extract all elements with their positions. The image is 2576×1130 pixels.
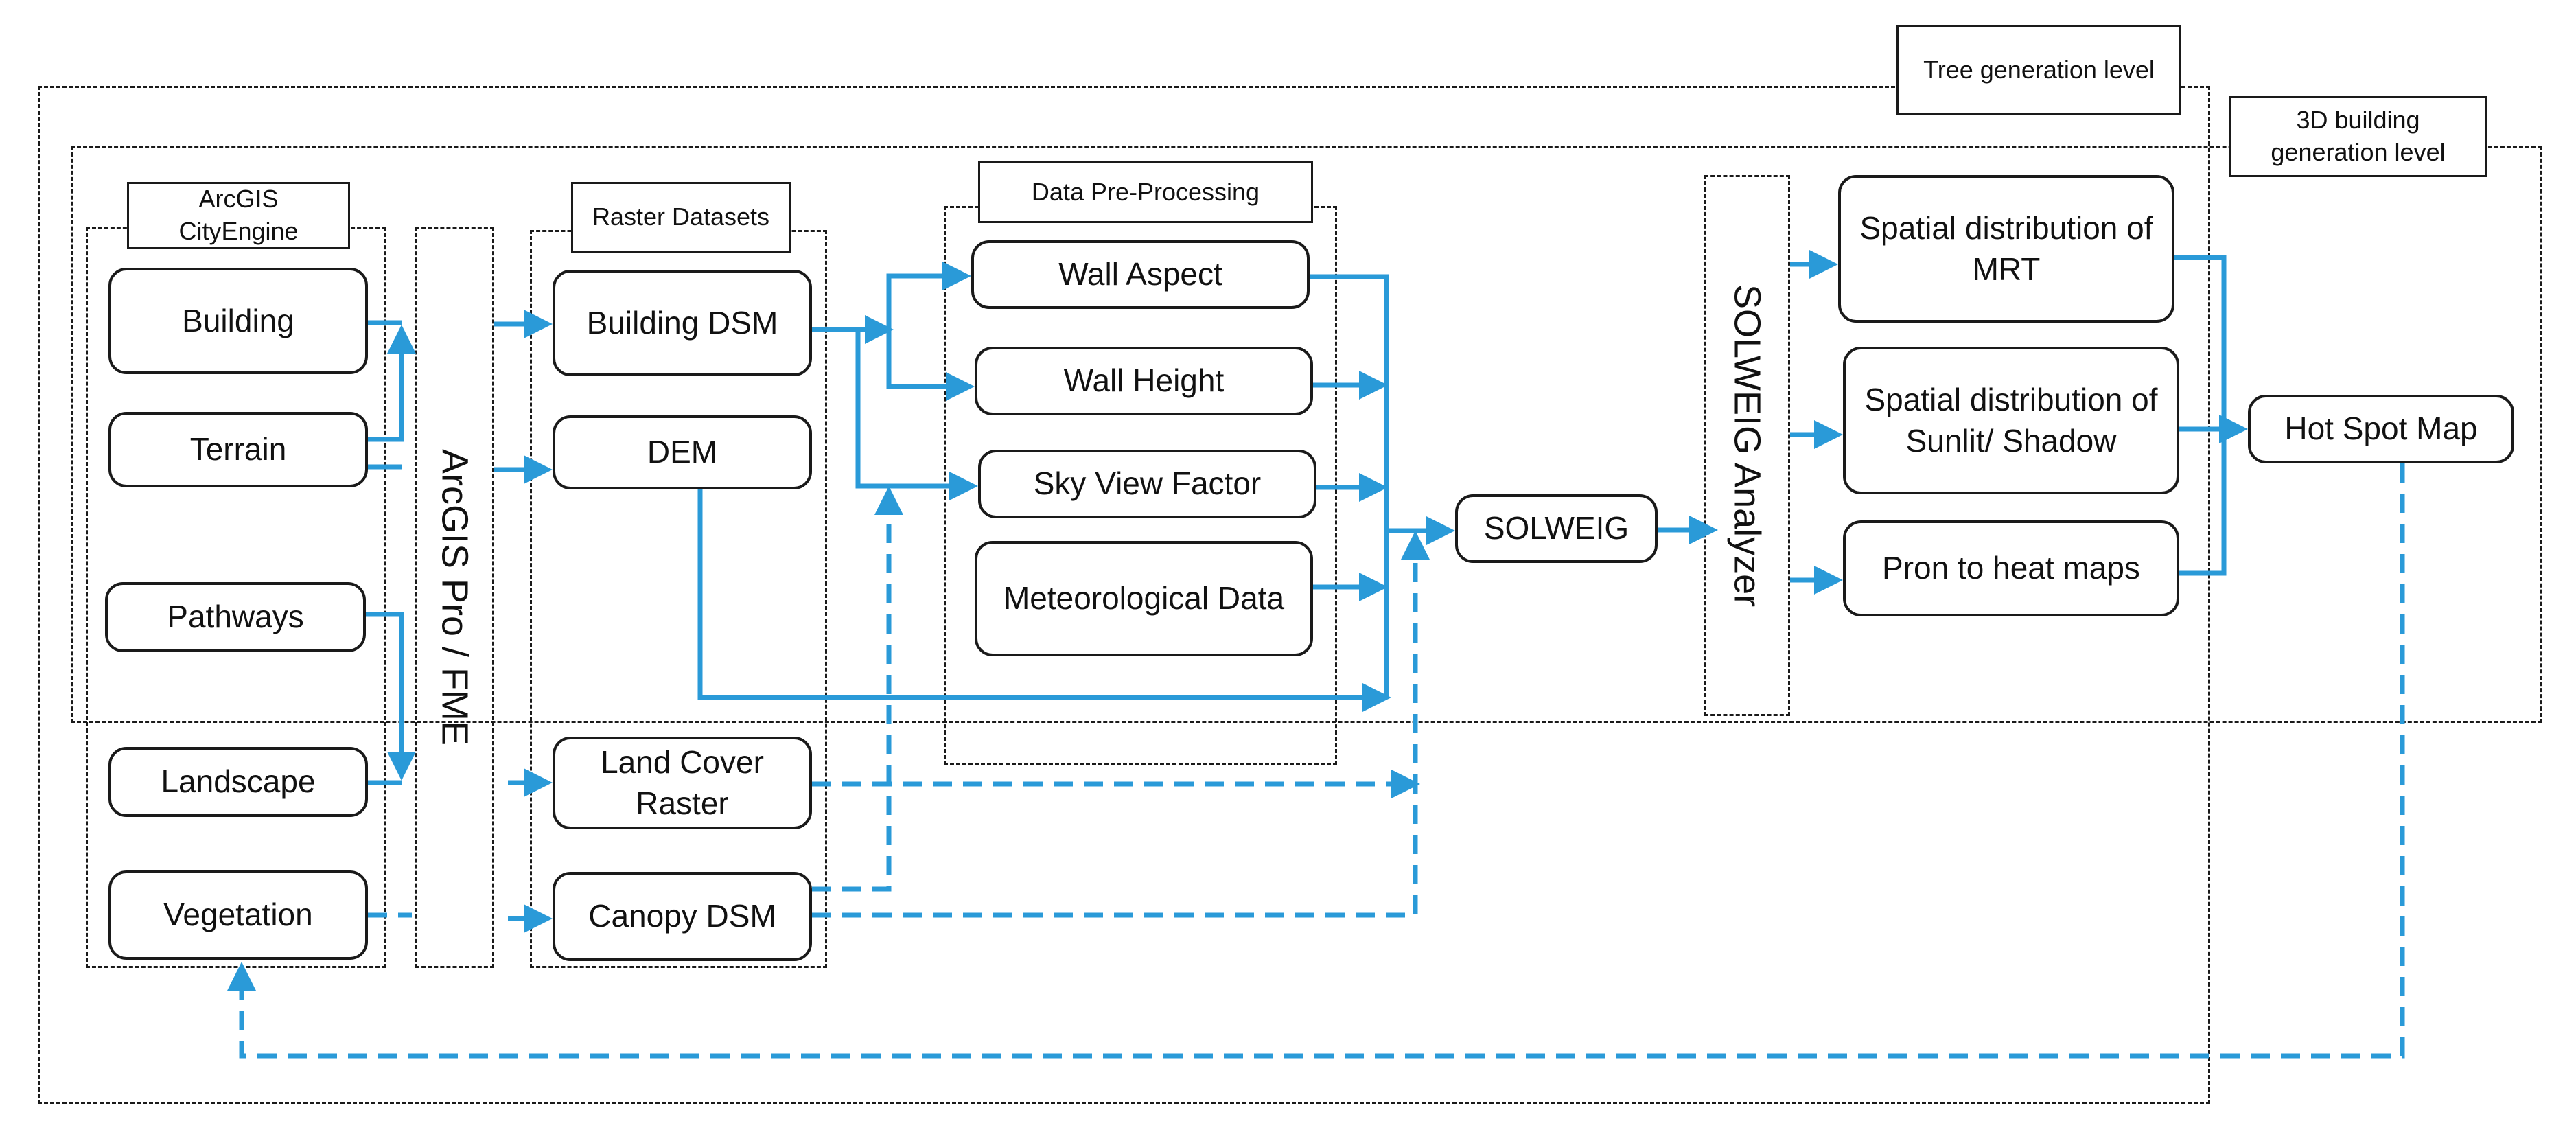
arrow-to-wall-aspect [886, 262, 971, 330]
canopy-dsm-box: Canopy DSM [553, 872, 812, 961]
sky-view-factor-box: Sky View Factor [978, 450, 1316, 518]
land-cover-raster-box: Land Cover Raster [553, 737, 812, 829]
building-dsm-box: Building DSM [553, 270, 812, 376]
sunlit-shadow-distribution-box: Spatial distribution of Sunlit/ Shadow [1843, 347, 2179, 494]
arrow-pathways-down [366, 612, 416, 781]
mrt-distribution-box: Spatial distribution of MRT [1838, 175, 2174, 323]
arrow-mrt-to-merge [2174, 255, 2227, 576]
hot-spot-map-box: Hot Spot Map [2248, 395, 2514, 463]
wall-aspect-box: Wall Aspect [971, 240, 1310, 309]
data-preprocessing-label: Data Pre-Processing [978, 161, 1313, 223]
arrow-wall-aspect-out [1310, 274, 1389, 697]
arrow-to-sky-view [855, 330, 978, 500]
terrain-box: Terrain [108, 412, 368, 487]
solweig-analyzer-label: SOLWEIG Analyzer [1726, 284, 1768, 608]
arrow-hot-spot-feedback [227, 463, 2405, 1059]
solweig-analyzer-group [1704, 175, 1790, 716]
pathways-box: Pathways [105, 582, 366, 652]
arrow-dem-to-solweig [697, 489, 1391, 712]
tree-generation-level-label: Tree generation level [1896, 25, 2181, 115]
meteorological-data-box: Meteorological Data [975, 541, 1313, 656]
arrow-terrain-up [368, 325, 416, 442]
arcgis-pro-fme-group [415, 227, 494, 968]
arrow-to-wall-height [886, 330, 975, 401]
landscape-box: Landscape [108, 747, 368, 817]
arcgis-cityengine-label: ArcGIS CityEngine [127, 182, 350, 249]
building-box: Building [108, 268, 368, 374]
solweig-box: SOLWEIG [1455, 494, 1658, 563]
tree-generation-level-frame [38, 86, 2210, 1104]
dem-box: DEM [553, 415, 812, 489]
arrow-canopy-dashed [812, 531, 1430, 918]
vegetation-box: Vegetation [108, 870, 368, 960]
raster-datasets-label: Raster Datasets [571, 182, 791, 253]
building-generation-level-frame [71, 146, 2542, 723]
arrow-canopy-to-sky-view [812, 486, 903, 892]
heat-maps-box: Pron to heat maps [1843, 520, 2179, 616]
arcgis-pro-fme-label: ArcGIS Pro / FME [434, 448, 476, 746]
building-generation-level-label: 3D building generation level [2229, 96, 2487, 177]
wall-height-box: Wall Height [975, 347, 1313, 415]
